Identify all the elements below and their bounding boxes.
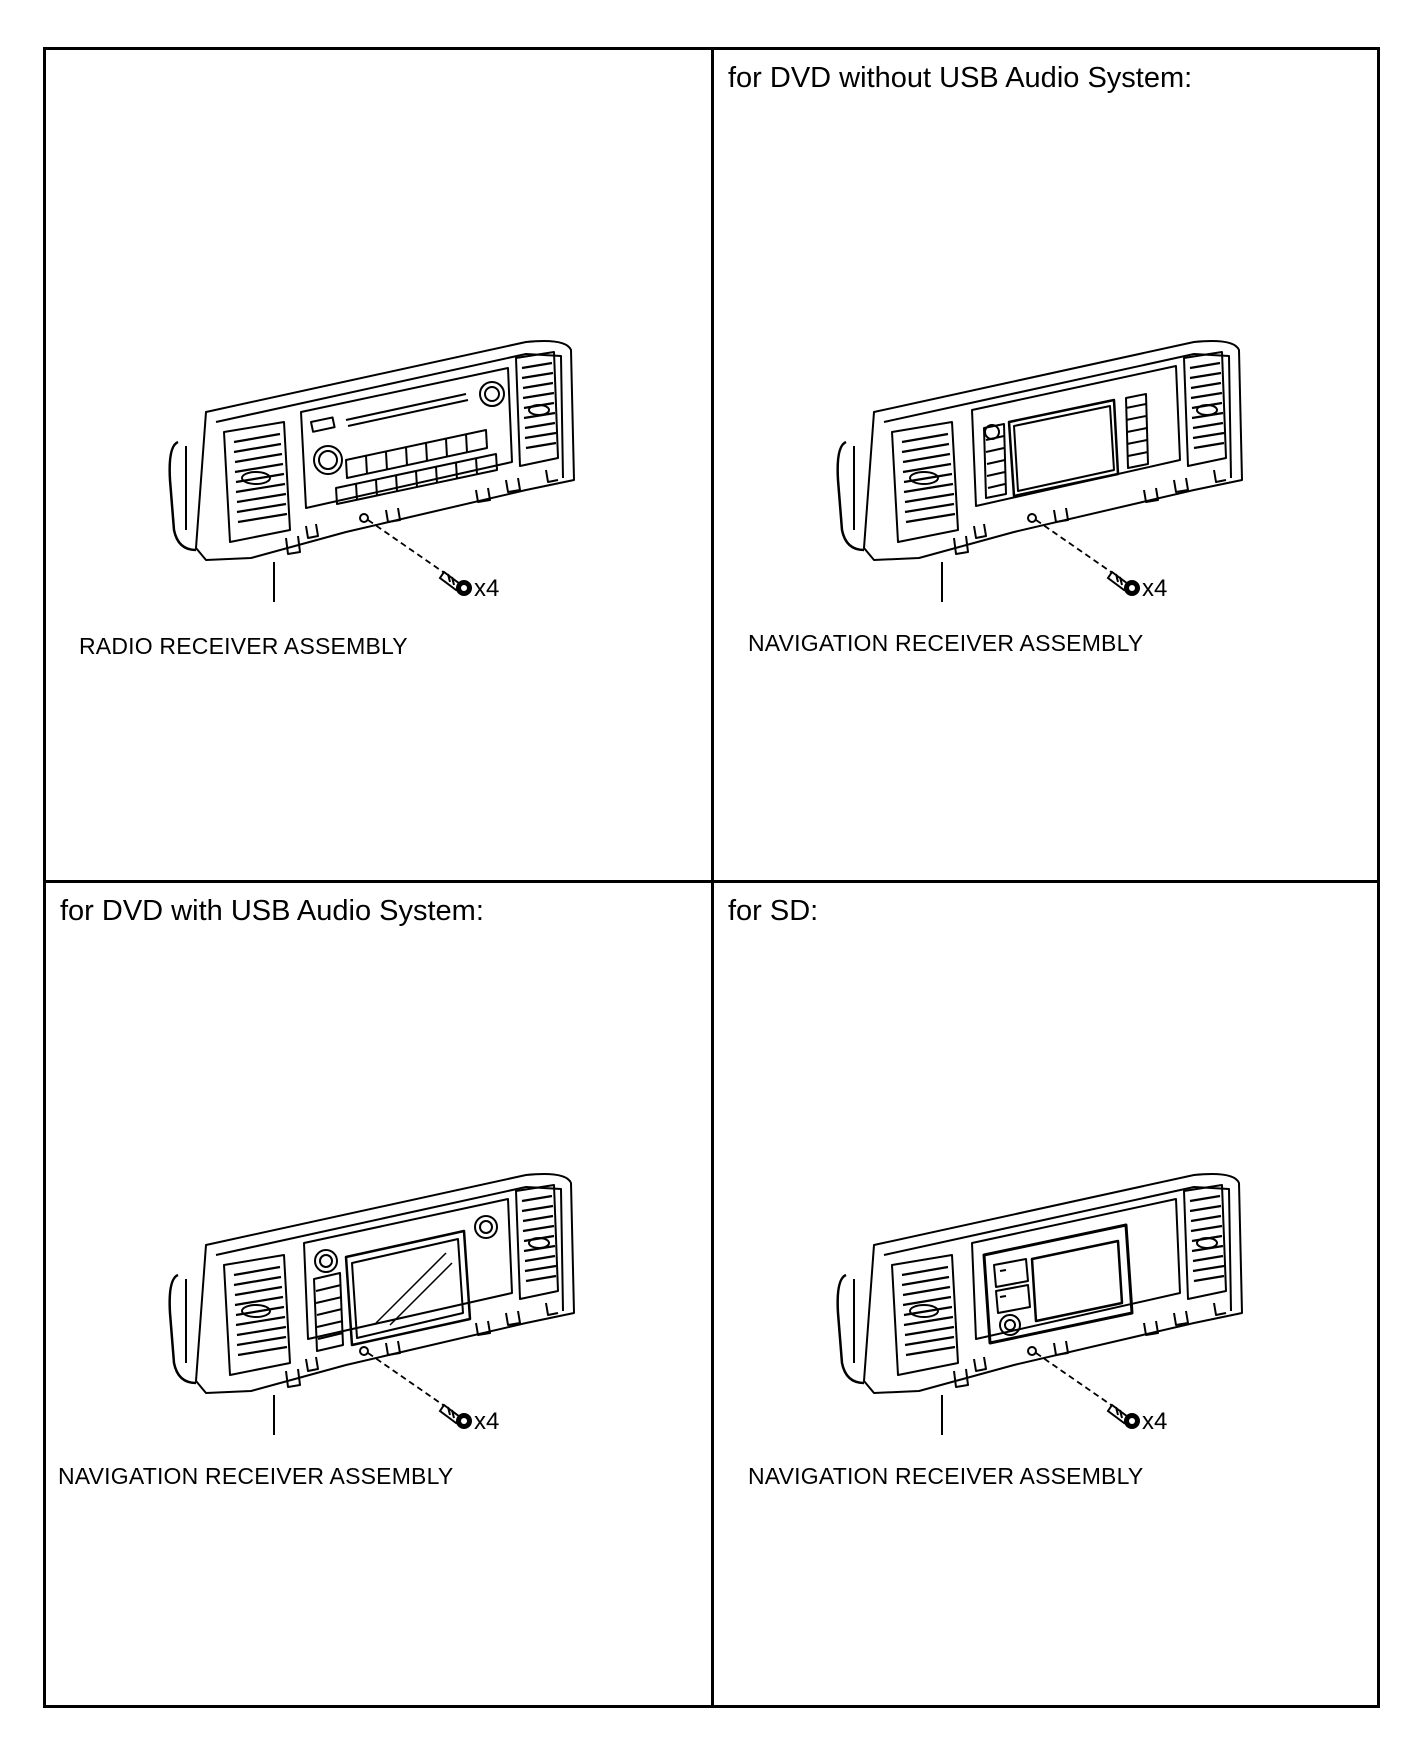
navigation-receiver-illustration: [168, 1173, 575, 1435]
part-label: RADIO RECEIVER ASSEMBLY: [79, 633, 408, 659]
quantity-label: x4: [1142, 1408, 1168, 1435]
panel-heading: for DVD with USB Audio System:: [60, 895, 484, 927]
panel-heading: for DVD without USB Audio System:: [728, 62, 1193, 94]
diagram-grid: x4 RADIO RECEIVER ASSEMBLY for DVD witho…: [43, 47, 1380, 1708]
vertical-divider: [711, 50, 714, 1705]
part-label: NAVIGATION RECEIVER ASSEMBLY: [748, 1463, 1144, 1489]
panel-dvd-without-usb: for DVD without USB Audio System:: [714, 50, 1379, 880]
panel-radio: x4 RADIO RECEIVER ASSEMBLY: [46, 50, 711, 880]
quantity-label: x4: [474, 575, 500, 602]
part-label: NAVIGATION RECEIVER ASSEMBLY: [58, 1463, 454, 1489]
quantity-label: x4: [1142, 575, 1168, 602]
horizontal-divider: [46, 880, 1377, 883]
part-label: NAVIGATION RECEIVER ASSEMBLY: [748, 630, 1144, 656]
panel-heading: for SD:: [728, 895, 819, 927]
radio-receiver-illustration: [168, 340, 575, 602]
panel-dvd-with-usb: for DVD with USB Audio System:: [46, 883, 711, 1713]
quantity-label: x4: [474, 1408, 500, 1435]
panel-sd: for SD:: [714, 883, 1379, 1713]
navigation-receiver-illustration: [836, 340, 1243, 602]
navigation-receiver-illustration: [836, 1173, 1243, 1435]
